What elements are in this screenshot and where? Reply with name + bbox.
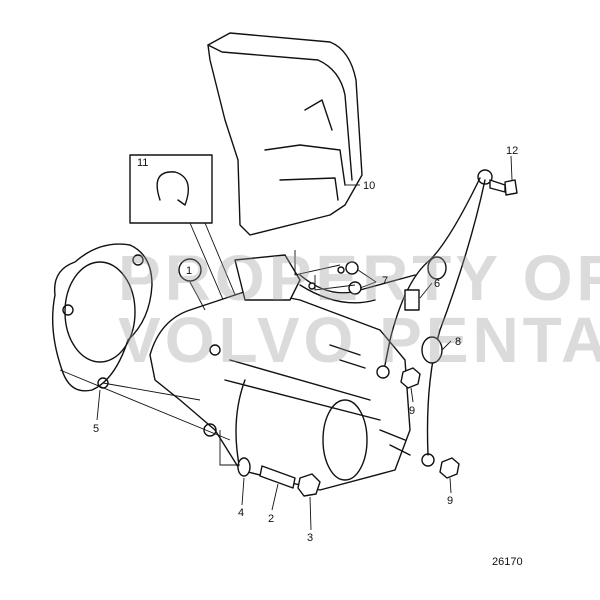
callout-5: 5 [93, 423, 99, 435]
cable-tie-icon [156, 171, 189, 206]
callout-2: 2 [268, 513, 274, 525]
callout-9b: 9 [447, 495, 453, 507]
callout-1-circle [178, 258, 202, 282]
callout-3: 3 [307, 532, 313, 544]
figure-number: 26170 [492, 556, 523, 568]
gasket-part [51, 243, 153, 392]
callout-12: 12 [506, 145, 518, 157]
starter-motor-part [149, 254, 411, 491]
cover-part [207, 32, 363, 236]
callout-6: 6 [434, 278, 440, 290]
callout-8: 8 [455, 336, 461, 348]
callout-1: 1 [186, 265, 192, 277]
callout-11: 11 [137, 157, 148, 169]
callout-9a: 9 [409, 405, 415, 417]
cable-8 [426, 179, 486, 456]
callout-4: 4 [238, 507, 244, 519]
callout-10: 10 [363, 180, 375, 192]
callout-7: 7 [382, 275, 388, 287]
watermark-line2: VOLVO PENTA [118, 304, 600, 376]
watermark-line1: PROPERTY OF [118, 242, 600, 314]
detail-box-11 [129, 154, 213, 224]
